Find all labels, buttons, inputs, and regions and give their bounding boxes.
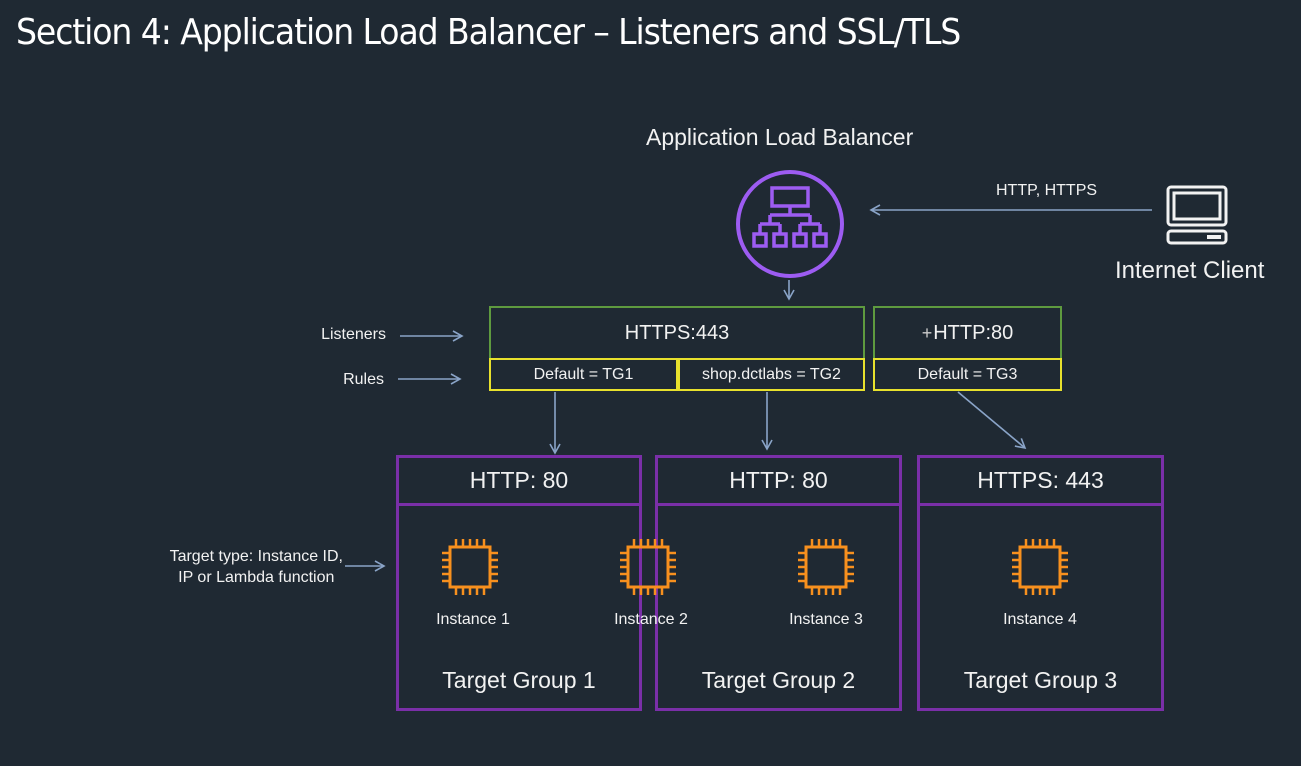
ec2-chip-icon — [442, 539, 498, 595]
target-group-2[interactable]: HTTP: 80 Target Group 2 — [655, 455, 902, 711]
listener-https-443[interactable]: HTTPS:443 — [489, 306, 865, 360]
listener-label: HTTP:80 — [933, 321, 1014, 344]
ec2-chip-icon — [620, 539, 676, 595]
alb-hierarchy-icon — [736, 170, 844, 278]
target-group-name: Target Group 2 — [701, 667, 856, 693]
ec2-chip-icon — [1012, 539, 1068, 595]
ec2-chip-icon — [798, 539, 854, 595]
instance-label: Instance 3 — [789, 611, 863, 628]
alb-label: Application Load Balancer — [646, 124, 914, 150]
rules-side-label: Rules — [343, 371, 384, 388]
target-group-port: HTTP: 80 — [658, 458, 899, 506]
target-type-line-2: IP or Lambda function — [178, 569, 335, 586]
rule-shop-tg2[interactable]: shop.dctlabs = TG2 — [678, 358, 865, 391]
computer-icon — [1166, 185, 1228, 245]
rule-default-tg3[interactable]: Default = TG3 — [873, 358, 1062, 391]
target-group-name: Target Group 1 — [442, 667, 596, 693]
rule-label: shop.dctlabs = TG2 — [702, 365, 841, 383]
internet-client-label: Internet Client — [1115, 257, 1265, 284]
cursor-crosshair-icon: + — [921, 322, 933, 343]
target-group-port: HTTPS: 443 — [920, 458, 1161, 506]
target-type-line-1: Target type: Instance ID, — [169, 548, 343, 565]
rule-label: Default = TG3 — [917, 365, 1018, 383]
instance-label: Instance 4 — [1003, 611, 1077, 628]
rule-default-tg1[interactable]: Default = TG1 — [489, 358, 678, 391]
client-protocols-label: HTTP, HTTPS — [996, 182, 1098, 199]
slide-title: Section 4: Application Load Balancer – L… — [16, 12, 961, 53]
target-group-1[interactable]: HTTP: 80 Target Group 1 — [396, 455, 642, 711]
target-type-side-label: Target type: Instance ID, IP or Lambda f… — [170, 546, 343, 588]
tg3-route-arrow — [957, 391, 1027, 450]
target-group-name: Target Group 3 — [963, 667, 1118, 693]
listener-http-80[interactable]: + HTTP:80 — [873, 306, 1062, 360]
target-group-3[interactable]: HTTPS: 443 Target Group 3 — [917, 455, 1164, 711]
rule-label: Default = TG1 — [533, 365, 634, 383]
listeners-side-label: Listeners — [321, 326, 386, 343]
instance-label: Instance 1 — [436, 611, 510, 628]
listener-label: HTTPS:443 — [624, 321, 730, 344]
target-group-port: HTTP: 80 — [399, 458, 639, 506]
instance-label: Instance 2 — [614, 611, 688, 628]
